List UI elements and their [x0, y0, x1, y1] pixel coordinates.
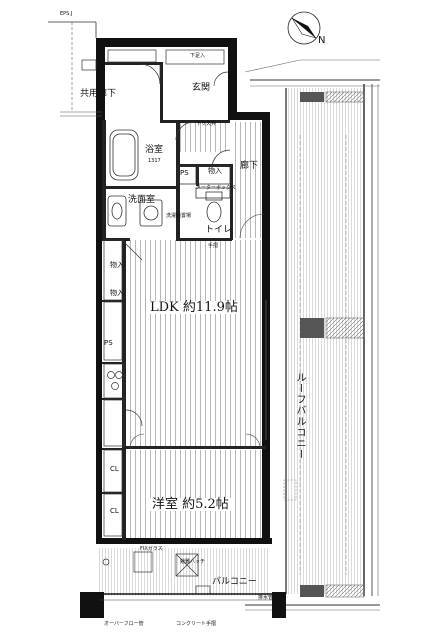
roof-balcony-label: ルーフバルコニー [294, 372, 305, 460]
balcony-label: バルコニー [212, 577, 257, 587]
concrete-label: コンクリート手摺 [176, 621, 217, 627]
north-arrow-icon [287, 11, 321, 45]
bath-label: 浴室 [145, 145, 164, 155]
cl-label-1: CL [110, 465, 119, 473]
balcony-floor [98, 548, 268, 596]
kitchen-fixtures [103, 239, 143, 537]
emergency-hatch-label: 避難ハッチ [180, 559, 206, 565]
balcony-fixtures [96, 551, 272, 601]
entrance-area [107, 49, 229, 87]
storage-label-hall: 物入 [208, 167, 222, 175]
bathroom-fixtures [107, 121, 231, 227]
ldk-floor [126, 240, 266, 448]
corridor-label: 廊下 [240, 161, 259, 171]
shoe-box-label: 下足入 [190, 53, 206, 59]
meter-label: メーターボックス [196, 185, 236, 191]
roof-balcony-area [244, 59, 380, 611]
shared-corridor-side [48, 21, 102, 117]
ceiling-label: 下り天井 [196, 121, 217, 127]
toilet-label: トイレ [205, 225, 233, 235]
ps-label-kitchen: PS [104, 339, 113, 347]
top-note: EPS.J [60, 11, 73, 17]
overflow-label: オーバーフロー管 [104, 621, 144, 627]
ldk-label: LDK 約11.9帖 [148, 300, 240, 315]
handrail-label-1: 手摺 [208, 243, 219, 249]
fix-glass-label: FIXガラス [140, 546, 163, 552]
pipe-shaft-label: 排水管 [258, 595, 274, 601]
shared-corridor-label: 共用廊下 [80, 89, 117, 99]
corridor-floor [178, 122, 230, 152]
western-room-floor [126, 450, 266, 540]
storage-label-2: 物入 [110, 289, 124, 297]
bath-size-label: 1317 [148, 158, 161, 164]
entrance-label: 玄関 [192, 83, 211, 93]
washroom-label: 洗面室 [128, 195, 156, 205]
storage-label-1: 物入 [110, 261, 124, 269]
ps-label-hall: PS [180, 169, 189, 177]
north-label: N [318, 35, 326, 46]
cl-label-2: CL [110, 507, 119, 515]
corridor-floor-2 [232, 122, 266, 238]
western-room-label: 洋室 約5.2帖 [150, 497, 231, 512]
wash-machine-label: 洗濯機置場 [166, 213, 192, 219]
door-swings [129, 213, 297, 501]
